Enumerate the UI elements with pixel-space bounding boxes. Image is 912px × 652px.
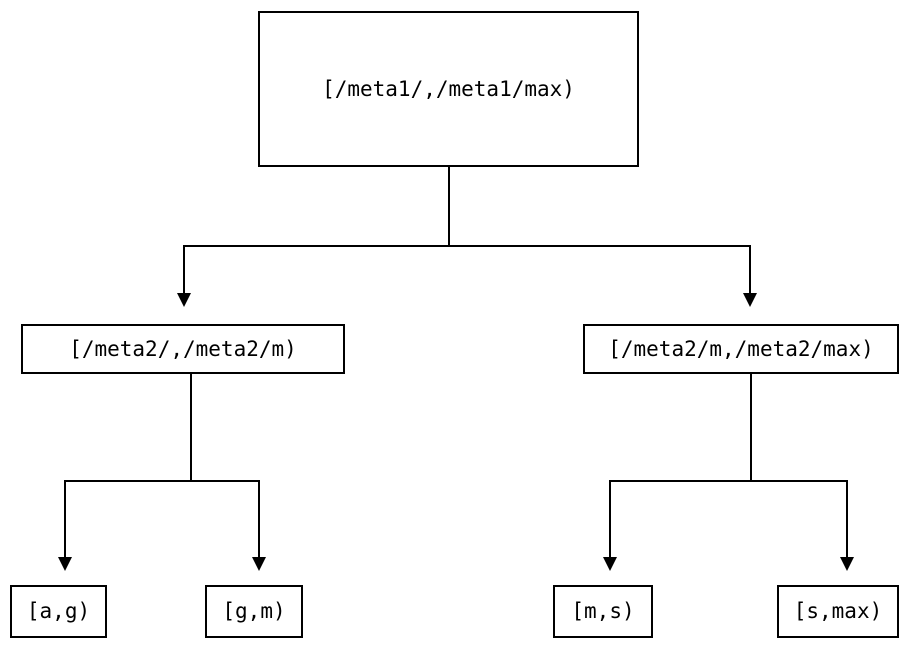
edge-mid-left-to-leaf-2-drop bbox=[258, 480, 260, 558]
tree-node-root-label: [/meta1/,/meta1/max) bbox=[322, 76, 575, 101]
edge-mid-left-crossbar bbox=[64, 480, 260, 482]
tree-node-leaf-3-label: [m,s) bbox=[571, 599, 635, 623]
tree-node-mid-right-label: [/meta2/m,/meta2/max) bbox=[608, 336, 874, 361]
tree-node-root[interactable]: [/meta1/,/meta1/max) bbox=[258, 11, 639, 167]
edge-root-to-mid-left-drop bbox=[183, 245, 185, 294]
arrowhead-mid-right-to-leaf-4 bbox=[840, 557, 854, 571]
arrowhead-root-to-mid-left bbox=[177, 293, 191, 307]
tree-node-leaf-1[interactable]: [a,g) bbox=[10, 585, 107, 638]
edge-root-to-mid-right-drop bbox=[749, 245, 751, 294]
edge-mid-left-stem bbox=[190, 374, 192, 481]
arrowhead-mid-left-to-leaf-1 bbox=[58, 557, 72, 571]
edge-mid-left-to-leaf-1-drop bbox=[64, 480, 66, 558]
tree-node-mid-left-label: [/meta2/,/meta2/m) bbox=[69, 336, 297, 361]
tree-node-leaf-4[interactable]: [s,max) bbox=[777, 585, 899, 638]
tree-node-leaf-3[interactable]: [m,s) bbox=[553, 585, 653, 638]
edge-root-crossbar bbox=[183, 245, 751, 247]
tree-node-leaf-4-label: [s,max) bbox=[793, 599, 883, 623]
tree-node-mid-right[interactable]: [/meta2/m,/meta2/max) bbox=[583, 324, 899, 374]
edge-root-stem bbox=[448, 167, 450, 246]
edge-mid-right-to-leaf-4-drop bbox=[846, 480, 848, 558]
arrowhead-mid-left-to-leaf-2 bbox=[252, 557, 266, 571]
arrowhead-mid-right-to-leaf-3 bbox=[603, 557, 617, 571]
arrowhead-root-to-mid-right bbox=[743, 293, 757, 307]
tree-node-leaf-2-label: [g,m) bbox=[222, 599, 286, 623]
tree-node-leaf-1-label: [a,g) bbox=[26, 599, 91, 623]
tree-node-mid-left[interactable]: [/meta2/,/meta2/m) bbox=[21, 324, 345, 374]
tree-node-leaf-2[interactable]: [g,m) bbox=[205, 585, 303, 638]
edge-mid-right-stem bbox=[750, 374, 752, 481]
edge-mid-right-crossbar bbox=[609, 480, 848, 482]
edge-mid-right-to-leaf-3-drop bbox=[609, 480, 611, 558]
